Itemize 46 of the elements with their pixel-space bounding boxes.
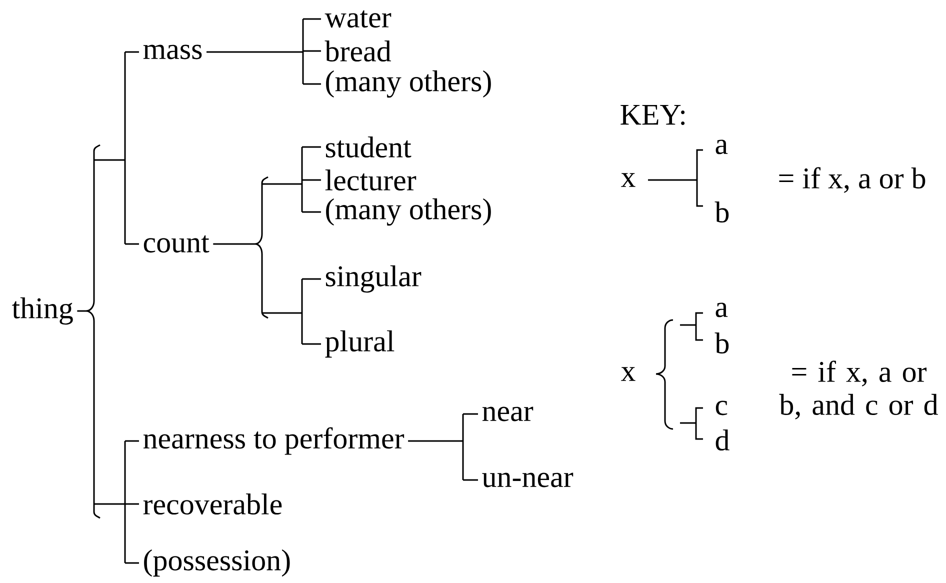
key-label: = if x, a or b (779, 167, 926, 193)
bracket-branch (125, 562, 139, 564)
bracket-connector (407, 413, 464, 481)
key-label: d (716, 429, 730, 451)
term-label: recoverable (143, 493, 282, 515)
term-label: mass (143, 44, 202, 60)
bracket-branch (303, 83, 321, 85)
key-label: a (716, 140, 728, 154)
term-label: water (324, 10, 392, 28)
key-label: c (716, 400, 728, 416)
bracket-branch (302, 179, 321, 181)
bracket-branch (303, 50, 321, 52)
key-label: b (714, 332, 729, 354)
bracket-connector (212, 146, 303, 345)
bracket-branch (125, 503, 139, 505)
term-label: un-near (482, 472, 574, 488)
key-label: x (621, 173, 636, 187)
bracket-connector (206, 18, 304, 85)
key-label: = if x, a or b, and c or d (779, 360, 938, 420)
term-label: near (482, 406, 534, 422)
bracket-branch (302, 211, 321, 213)
bracket-branch (302, 343, 321, 345)
term-label: plural (325, 330, 394, 358)
term-label: nearness to performer (143, 427, 404, 455)
term-label: count (144, 235, 210, 253)
bracket-branch (125, 51, 139, 53)
bracket-branch (125, 243, 139, 245)
key-label: a (716, 302, 728, 318)
bracket-branch (125, 440, 139, 442)
key-label: b (714, 201, 729, 223)
bracket-branch (303, 18, 321, 20)
bracket-branch (463, 413, 478, 415)
key-label: x (621, 367, 636, 381)
bracket-branch (463, 479, 478, 481)
bracket-branch (302, 278, 321, 280)
term-label: (many others) (326, 70, 491, 98)
term-label: (possession) (144, 549, 290, 577)
term-label: student (326, 136, 412, 158)
bracket-branch (302, 146, 321, 148)
term-label: thing (12, 297, 73, 325)
term-label: (many others) (326, 198, 491, 226)
bracket-connector (76, 51, 126, 564)
term-label: lecturer (325, 169, 416, 191)
term-label: singular (326, 265, 422, 293)
key-label: KEY: (620, 104, 685, 126)
term-label: bread (324, 40, 392, 62)
